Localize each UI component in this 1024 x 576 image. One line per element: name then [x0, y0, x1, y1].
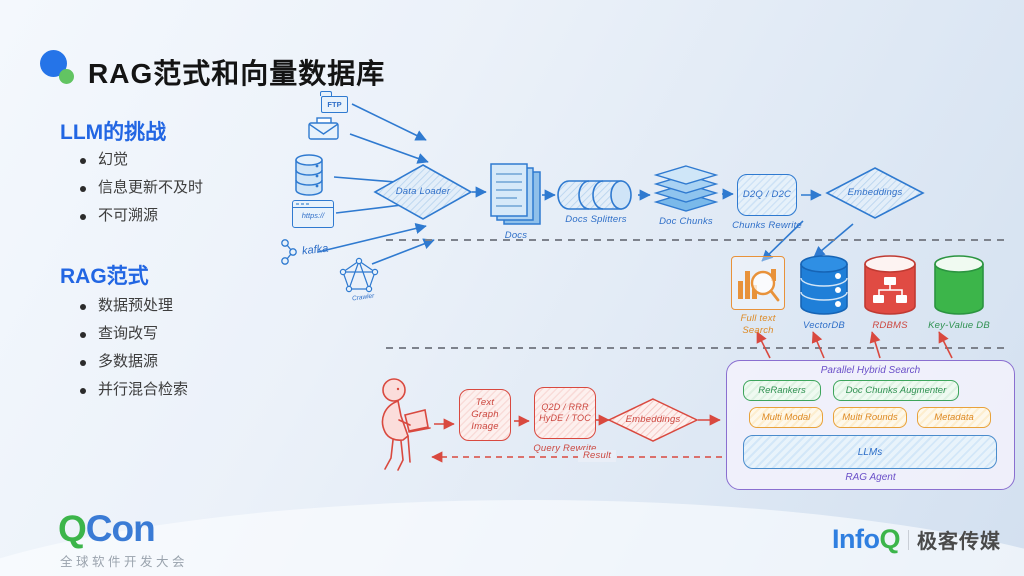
- embeddings-label: Embeddings: [847, 187, 903, 199]
- infoq-media-logo: InfoQ 极客传媒: [832, 524, 1001, 555]
- multi-rounds-chip: Multi Rounds: [833, 407, 907, 428]
- rag-agent-label: RAG Agent: [845, 472, 896, 483]
- parallel-hybrid-search-title: Parallel Hybrid Search: [820, 365, 921, 376]
- docs-splitters-icon: [557, 180, 632, 210]
- list-item: 数据预处理: [60, 292, 188, 320]
- vectordb-icon: [800, 255, 848, 315]
- logo-divider: [908, 529, 909, 550]
- doc-chunks-label: Doc Chunks: [659, 216, 713, 227]
- crawler-label: Crawler: [351, 292, 375, 303]
- page-title: RAG范式和向量数据库: [88, 58, 386, 89]
- rag-paradigm-list: 数据预处理 查询改写 多数据源 并行混合检索: [60, 292, 188, 404]
- llm-challenges-list: 幻觉 信息更新不及时 不可溯源: [60, 146, 203, 230]
- doc-chunks-icon: [653, 165, 719, 212]
- docs-label: Docs: [504, 230, 528, 241]
- rag-agent-box: Parallel Hybrid Search ReRankers Doc Chu…: [726, 360, 1015, 490]
- https-label: https://: [301, 211, 325, 220]
- doc-chunks-augmenter-chip: Doc Chunks Augmenter: [833, 380, 959, 401]
- infoq-logo: InfoQ: [832, 524, 900, 555]
- vectordb-label: VectorDB: [803, 320, 845, 331]
- https-source-icon: https://: [292, 200, 334, 228]
- keyvalue-db-icon: [934, 255, 984, 315]
- qcon-logo: QCon: [58, 508, 156, 550]
- geek-media-label: 极客传媒: [917, 531, 1001, 553]
- list-item: 查询改写: [60, 320, 188, 348]
- kafka-icon: [281, 239, 297, 265]
- query-rewrite-label: Query Rewrite: [533, 443, 597, 454]
- metadata-chip: Metadata: [917, 407, 991, 428]
- ftp-label: FTP: [321, 96, 348, 113]
- user-person-icon: [381, 378, 431, 471]
- infoq-logo-info: Info: [832, 524, 880, 554]
- infoq-logo-q: Q: [879, 524, 900, 554]
- crawler-graph-icon: [339, 257, 379, 293]
- llms-chip: LLMs: [743, 435, 997, 469]
- ftp-source-icon: FTP: [320, 91, 348, 113]
- embeddings-node: Embeddings: [825, 166, 925, 220]
- multi-modal-chip: Multi Modal: [749, 407, 823, 428]
- list-item: 信息更新不及时: [60, 174, 203, 202]
- result-label: Result: [578, 450, 617, 462]
- query-embeddings-label: Embeddings: [625, 414, 681, 426]
- kafka-label: kafka: [301, 242, 329, 258]
- rerankers-chip: ReRankers: [743, 380, 821, 401]
- data-loader-node: Data Loader: [373, 163, 473, 221]
- qcon-subtitle: 全球软件开发大会: [60, 555, 189, 569]
- data-loader-label: Data Loader: [395, 186, 451, 198]
- section-title-llm-challenges: LLM的挑战: [60, 121, 167, 144]
- fulltext-search-label: Full text Search: [740, 313, 776, 336]
- docs-icon: [490, 163, 541, 225]
- rdbms-label: RDBMS: [872, 320, 908, 331]
- section-title-rag-paradigm: RAG范式: [60, 265, 149, 288]
- text-graph-image-node: Text Graph Image: [459, 389, 511, 441]
- docs-splitters-label: Docs Splitters: [565, 214, 627, 225]
- query-embeddings-node: Embeddings: [607, 397, 699, 443]
- chunks-rewrite-label: Chunks Rewrite: [732, 220, 802, 231]
- fulltext-search-icon: [731, 256, 785, 310]
- list-item: 并行混合检索: [60, 376, 188, 404]
- qcon-logo-q: Q: [58, 508, 87, 549]
- slide-logo-green-circle-icon: [59, 69, 74, 84]
- query-rewrite-node: Q2D / RRR HyDE / TOC: [534, 387, 596, 439]
- list-item: 多数据源: [60, 348, 188, 376]
- email-source-icon: [308, 117, 339, 140]
- keyvalue-db-label: Key-Value DB: [928, 320, 990, 331]
- list-item: 幻觉: [60, 146, 203, 174]
- d2q-d2c-node: D2Q / D2C: [737, 174, 797, 216]
- rdbms-icon: [864, 255, 916, 315]
- database-source-icon: [295, 154, 323, 196]
- qcon-logo-con: Con: [85, 508, 156, 549]
- list-item: 不可溯源: [60, 202, 203, 230]
